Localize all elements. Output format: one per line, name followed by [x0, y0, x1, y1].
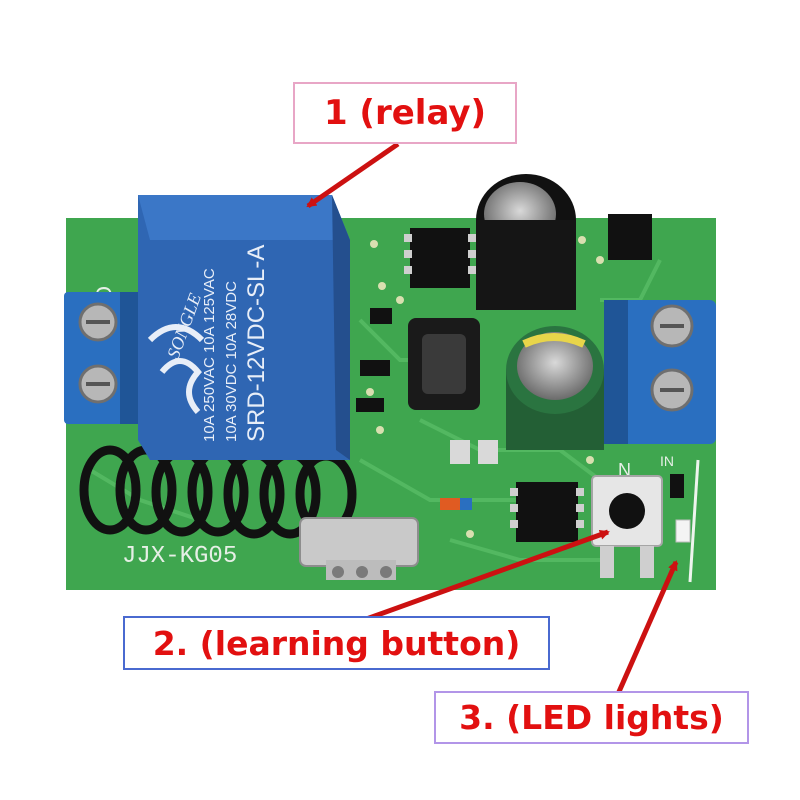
learning-button	[591, 475, 663, 578]
arrow-led-lights	[615, 560, 679, 696]
relay-model: SRD-12VDC-SL-A	[243, 245, 270, 442]
antenna-coil	[79, 445, 357, 539]
arrow-relay	[306, 141, 400, 209]
ic-bottom	[510, 482, 584, 542]
led-lights	[670, 459, 700, 583]
capacitor-top	[476, 174, 576, 310]
relay-rating-2: 10A 30VDC 10A 28VDC	[223, 281, 240, 442]
callout-learning-button-text: 2. (learning button)	[152, 623, 521, 663]
inductor	[408, 318, 480, 410]
callout-led-lights-text: 3. (LED lights)	[459, 698, 724, 737]
right-screw-terminal	[604, 300, 716, 444]
crystal-oscillator	[299, 517, 419, 580]
callout-relay-text: 1 (relay)	[323, 93, 487, 133]
silkscreen-model: JJX-KG05	[122, 543, 237, 570]
transistor	[608, 214, 652, 260]
relay-rating-1: 10A 250VAC 10A 125VAC	[201, 268, 218, 442]
callout-learning-button: 2. (learning button)	[123, 616, 550, 670]
silkscreen-in: IN	[660, 453, 674, 469]
arrow-learning-button	[357, 529, 610, 625]
relay: SRD-12VDC-SL-A 10A 250VAC 10A 125VAC 10A…	[138, 195, 350, 460]
callout-led-lights: 3. (LED lights)	[434, 691, 749, 744]
smd-components	[356, 308, 498, 510]
callout-relay: 1 (relay)	[293, 82, 517, 144]
capacitor-green	[506, 326, 604, 450]
ic-top	[404, 228, 476, 288]
left-screw-terminal	[64, 292, 142, 424]
